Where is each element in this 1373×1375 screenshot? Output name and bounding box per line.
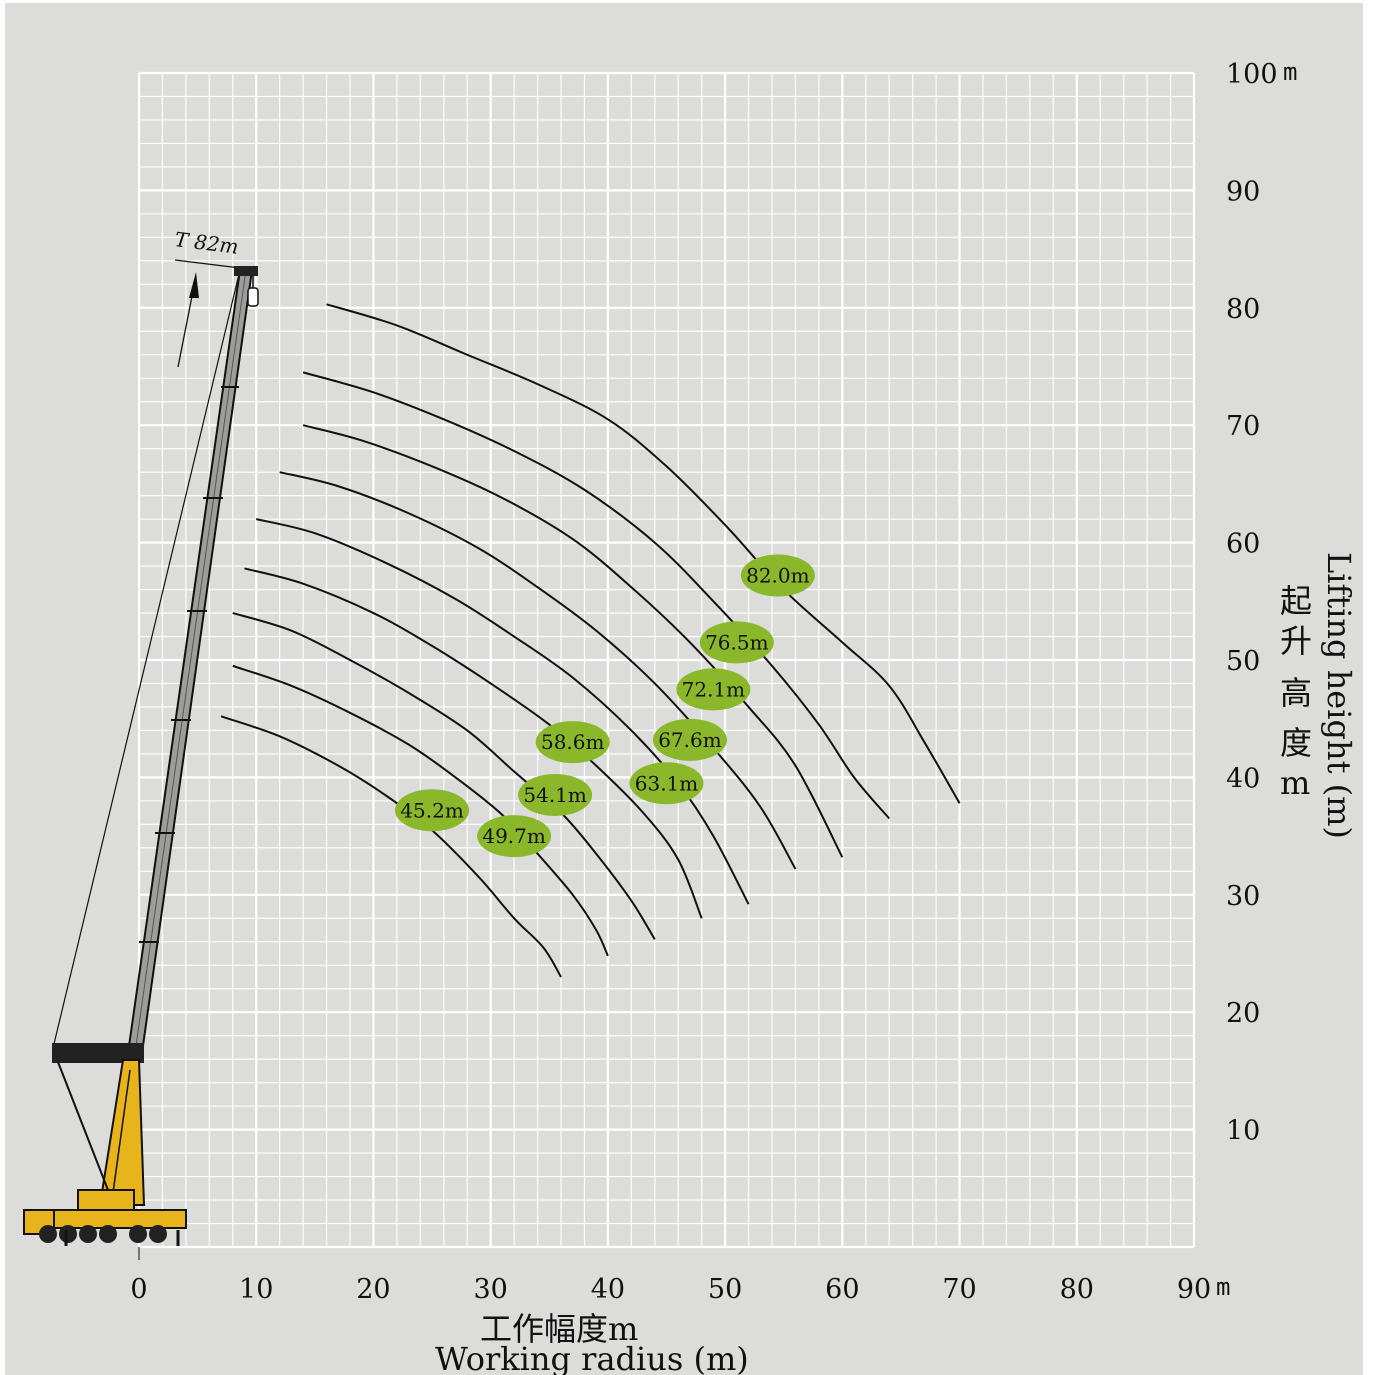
curve-76-5m (302, 371, 890, 820)
curve-58-6m (244, 567, 703, 919)
x-tick-label: 70 (942, 1274, 976, 1305)
x-tick-label: 30 (473, 1274, 507, 1305)
y-axis-unit: m (1283, 58, 1297, 86)
curve-labels: 45.2m 49.7m 54.1m 58.6m 63.1m 67.6m 72.1m 76.5m… (395, 554, 815, 858)
curve-label-badge (395, 789, 470, 832)
mast-tie (111, 1069, 131, 1201)
y-axis-title-en: Lifting height (m) (1320, 552, 1358, 839)
wheel (59, 1225, 77, 1243)
axis-ticks: 0 10 20 30 40 50 60 70 80 90 10 20 30 40 50 60 70 80 90 100 (130, 59, 1277, 1305)
x-axis-unit: m (1216, 1273, 1230, 1301)
x-tick-label: 0 (130, 1274, 147, 1305)
curves (220, 303, 961, 978)
y-axis-title-unit: m (1280, 764, 1310, 802)
curve-72-1m (302, 424, 844, 858)
curve-49-7m (232, 664, 609, 957)
wheel (39, 1225, 57, 1243)
wheel (99, 1225, 117, 1243)
y-axis-title-cn-char: 高 (1280, 674, 1312, 712)
y-axis-title-cn: 起 升 高 度 m (1280, 582, 1312, 802)
mast-head (52, 1043, 144, 1063)
curve-label-badge (629, 762, 704, 805)
boom-head (234, 266, 258, 276)
curve-label-badge (535, 721, 610, 764)
curve-label-text: 72.1m (682, 677, 746, 701)
curve-label-badge (676, 668, 751, 711)
curve-label-text: 82.0m (746, 563, 810, 587)
y-tick-label: 100 (1226, 59, 1278, 90)
x-tick-label: 40 (591, 1274, 625, 1305)
curve-label-text: 63.1m (635, 771, 699, 795)
x-tick-label: 90 (1177, 1274, 1211, 1305)
crane-illustration (23, 259, 259, 1246)
y-tick-label: 70 (1226, 411, 1260, 442)
curve-82-0m (326, 303, 961, 804)
curve-label-badge (477, 815, 552, 858)
wheel (79, 1225, 97, 1243)
hook-block (247, 287, 259, 307)
curve-label-text: 67.6m (658, 728, 722, 752)
wheel (129, 1225, 147, 1243)
y-axis-title-cn-char: 起 (1280, 582, 1312, 620)
mast-tie (57, 1061, 109, 1191)
x-tick-label: 10 (239, 1274, 273, 1305)
boom-inner-line (133, 269, 247, 1061)
y-tick-label: 30 (1226, 881, 1260, 912)
curve-label-badge (740, 554, 815, 597)
y-tick-label: 60 (1226, 529, 1260, 560)
x-tick-label: 80 (1060, 1274, 1094, 1305)
curve-label-text: 54.1m (523, 783, 587, 807)
x-tick-label: 50 (708, 1274, 742, 1305)
boom-length-tick (174, 259, 241, 269)
x-axis-title-en: Working radius (m) (435, 1340, 749, 1375)
curve-label-text: 58.6m (541, 730, 605, 754)
x-tick-label: 20 (356, 1274, 390, 1305)
y-tick-label: 50 (1226, 646, 1260, 677)
x-axis-title-cn: 工作幅度m (480, 1310, 638, 1348)
curve-label-text: 45.2m (400, 798, 464, 822)
y-tick-label: 40 (1226, 763, 1260, 794)
curve-label-badge (699, 621, 774, 664)
wheel (149, 1225, 167, 1243)
curve-label-text: 76.5m (705, 630, 769, 654)
y-axis-title-cn-char: 升 (1280, 622, 1312, 660)
y-tick-label: 10 (1226, 1116, 1260, 1147)
curve-label-badge (518, 774, 593, 817)
y-tick-label: 80 (1226, 294, 1260, 325)
curve-67-6m (279, 471, 797, 870)
curve-label-text: 49.7m (482, 824, 546, 848)
y-tick-label: 20 (1226, 998, 1260, 1029)
boom-arrow-head (189, 272, 199, 298)
curve-54-1m (232, 612, 656, 940)
boom-pendant-line (52, 269, 241, 1049)
y-axis-title-cn-char: 度 (1280, 724, 1312, 762)
curve-label-badge (652, 718, 727, 761)
curve-63-1m (255, 518, 750, 905)
y-tick-label: 90 (1226, 176, 1260, 207)
x-tick-label: 60 (825, 1274, 859, 1305)
